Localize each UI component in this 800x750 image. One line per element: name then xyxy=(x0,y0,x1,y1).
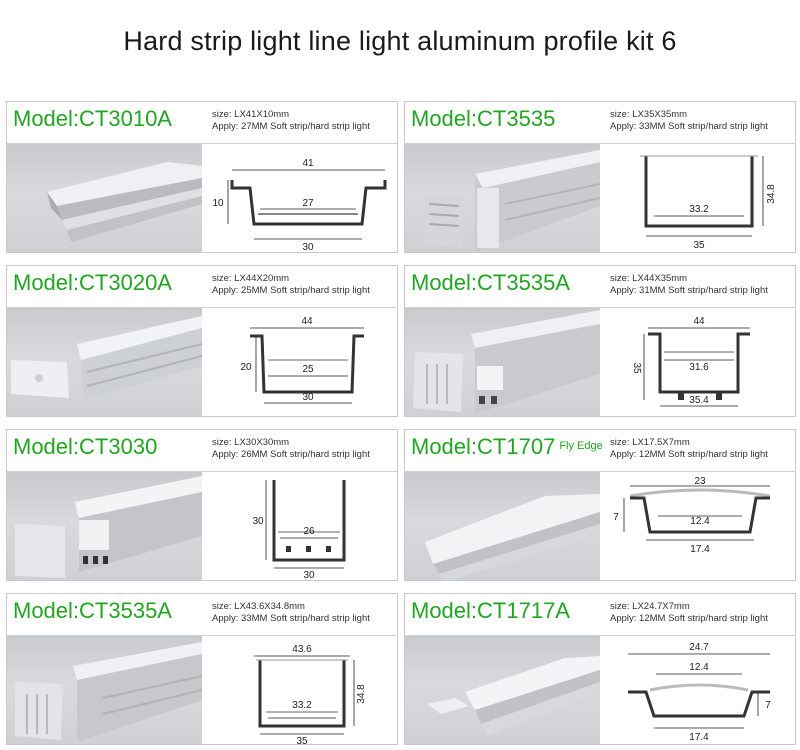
product-card-ct3030: Model:CT3030 size: LX30X30mm Apply: 26MM… xyxy=(6,429,398,581)
product-card-ct3535a-2: Model:CT3535A size: LX43.6X34.8mm Apply:… xyxy=(6,593,398,745)
dim-inner: 25 xyxy=(302,364,314,375)
product-card-ct1717a: Model:CT1717A size: LX24.7X7mm Apply: 12… xyxy=(404,593,796,745)
dim-width: 23 xyxy=(694,476,706,487)
apply-text: Apply: 12MM Soft strip/hard strip light xyxy=(610,449,768,460)
spec-text: size: LX30X30mm Apply: 26MM Soft strip/h… xyxy=(212,437,370,461)
card-header: Model:CT3020A size: LX44X20mm Apply: 25M… xyxy=(7,266,397,308)
spec-text: size: LX44X35mm Apply: 31MM Soft strip/h… xyxy=(610,273,768,297)
cross-section-diagram: 23 12.4 7 17.4 xyxy=(600,472,795,580)
model-name: Model:CT3010A xyxy=(13,106,172,131)
apply-text: Apply: 26MM Soft strip/hard strip light xyxy=(212,449,370,460)
card-header: Model:CT3535 size: LX35X35mm Apply: 33MM… xyxy=(405,102,795,144)
size-text: size: LX44X35mm xyxy=(610,273,688,284)
spec-text: size: LX17.5X7mm Apply: 12MM Soft strip/… xyxy=(610,437,768,461)
cross-section-diagram: 44 25 20 30 xyxy=(202,308,397,416)
dim-inner: 27 xyxy=(302,198,314,209)
spec-text: size: LX44X20mm Apply: 25MM Soft strip/h… xyxy=(212,273,370,297)
dim-height: 30 xyxy=(252,516,264,527)
dim-width: 44 xyxy=(693,316,705,327)
dim-height: 7 xyxy=(765,700,771,711)
card-header: Model:CT3535A size: LX43.6X34.8mm Apply:… xyxy=(7,594,397,636)
dim-inner: 12.4 xyxy=(690,516,710,527)
dim-inner: 31.6 xyxy=(689,362,709,373)
profile-photo xyxy=(405,636,600,744)
size-text: size: LX43.6X34.8mm xyxy=(212,601,305,612)
dim-inner: 33.2 xyxy=(689,204,709,215)
apply-text: Apply: 12MM Soft strip/hard strip light xyxy=(610,613,768,624)
dim-inner: 12.4 xyxy=(689,662,709,673)
product-card-ct3010a: Model:CT3010A size: LX41X10mm Apply: 27M… xyxy=(6,101,398,253)
spec-text: size: LX35X35mm Apply: 33MM Soft strip/h… xyxy=(610,109,768,133)
product-card-ct3020a: Model:CT3020A size: LX44X20mm Apply: 25M… xyxy=(6,265,398,417)
dim-base: 17.4 xyxy=(690,544,710,555)
profile-photo xyxy=(7,472,202,580)
dim-width: 41 xyxy=(302,158,314,169)
page-title: Hard strip light line light aluminum pro… xyxy=(123,26,677,56)
cross-section-diagram: 41 10 27 30 xyxy=(202,144,397,253)
dim-base: 30 xyxy=(302,392,314,403)
dim-inner: 26 xyxy=(303,526,315,537)
dim-height: 20 xyxy=(240,362,252,373)
apply-text: Apply: 31MM Soft strip/hard strip light xyxy=(610,285,768,296)
cross-section-diagram: 43.6 33.2 34.8 35 xyxy=(202,636,397,745)
spec-text: size: LX43.6X34.8mm Apply: 33MM Soft str… xyxy=(212,601,370,625)
apply-text: Apply: 33MM Soft strip/hard strip light xyxy=(610,121,768,132)
profile-photo xyxy=(405,144,600,252)
dim-base: 30 xyxy=(302,242,314,253)
size-text: size: LX17.5X7mm xyxy=(610,437,690,448)
dim-base: 17.4 xyxy=(689,732,709,743)
size-text: size: LX41X10mm xyxy=(212,109,290,120)
profile-photo xyxy=(405,472,600,580)
product-card-ct3535a: Model:CT3535A size: LX44X35mm Apply: 31M… xyxy=(404,265,796,417)
card-header: Model:CT1717A size: LX24.7X7mm Apply: 12… xyxy=(405,594,795,636)
spec-text: size: LX24.7X7mm Apply: 12MM Soft strip/… xyxy=(610,601,768,625)
dim-base: 35.4 xyxy=(689,395,709,406)
apply-text: Apply: 25MM Soft strip/hard strip light xyxy=(212,285,370,296)
dim-base: 35 xyxy=(296,736,308,745)
size-text: size: LX44X20mm xyxy=(212,273,290,284)
size-text: size: LX35X35mm xyxy=(610,109,688,120)
cross-section-diagram: 44 31.6 35 35.4 xyxy=(600,308,795,416)
dim-width: 44 xyxy=(301,316,313,327)
model-name: Model:CT3535 xyxy=(411,106,556,131)
cross-section-diagram: 24.7 12.4 7 17.4 xyxy=(600,636,795,744)
card-header: Model:CT3535A size: LX44X35mm Apply: 31M… xyxy=(405,266,795,308)
cross-section-diagram: 26 30 30 xyxy=(202,472,397,581)
profile-photo xyxy=(7,144,202,252)
dim-width: 43.6 xyxy=(292,644,312,655)
dim-inner: 33.2 xyxy=(292,700,312,711)
size-text: size: LX24.7X7mm xyxy=(610,601,690,612)
dim-height: 35 xyxy=(631,362,642,374)
dim-base: 35 xyxy=(693,240,705,251)
apply-text: Apply: 27MM Soft strip/hard strip light xyxy=(212,121,370,132)
dim-height: 7 xyxy=(613,512,619,523)
profile-photo xyxy=(405,308,600,416)
size-text: size: LX30X30mm xyxy=(212,437,290,448)
cross-section-diagram: 33.2 34.8 35 xyxy=(600,144,795,252)
model-name: Model:CT1717A xyxy=(411,598,570,623)
dim-height: 10 xyxy=(212,198,224,209)
product-card-ct3535: Model:CT3535 size: LX35X35mm Apply: 33MM… xyxy=(404,101,796,253)
model-name: Model:CT3535A xyxy=(411,270,570,295)
dim-height: 34.8 xyxy=(766,184,777,204)
fly-edge-label: Fly Edge xyxy=(559,440,603,452)
model-name: Model:CT3030 xyxy=(13,434,158,459)
model-name: Model:CT3535A xyxy=(13,598,172,623)
apply-text: Apply: 33MM Soft strip/hard strip light xyxy=(212,613,370,624)
dim-width: 24.7 xyxy=(689,642,709,653)
dim-base: 30 xyxy=(303,570,315,581)
card-header: Model:CT3010A size: LX41X10mm Apply: 27M… xyxy=(7,102,397,144)
profile-photo xyxy=(7,636,202,744)
card-header: Model:CT3030 size: LX30X30mm Apply: 26MM… xyxy=(7,430,397,472)
spec-text: size: LX41X10mm Apply: 27MM Soft strip/h… xyxy=(212,109,370,133)
dim-height: 34.8 xyxy=(356,684,367,704)
model-name: Model:CT3020A xyxy=(13,270,172,295)
profile-photo xyxy=(7,308,202,416)
